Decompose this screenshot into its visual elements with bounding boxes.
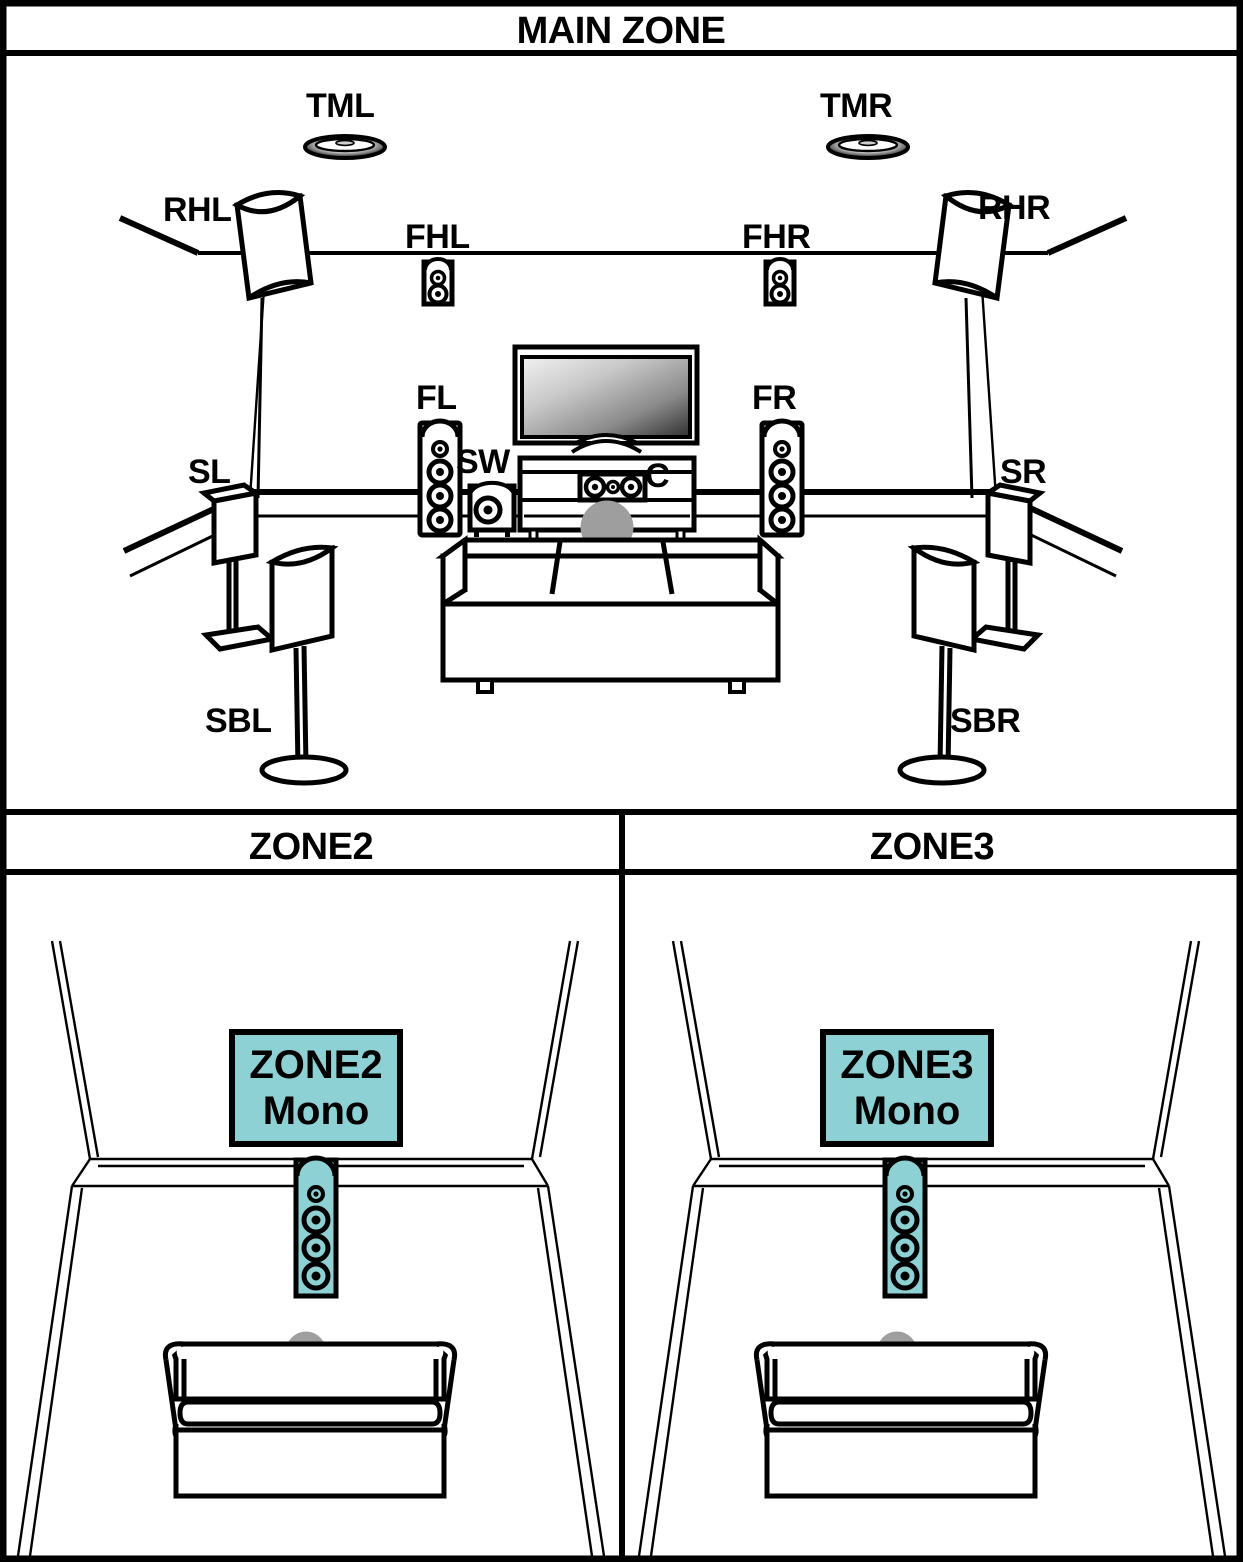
speaker-sl: SL (188, 453, 272, 649)
zone3-title: ZONE3 (870, 826, 994, 868)
speaker-label-sbr: SBR (950, 702, 1020, 740)
sofa (435, 534, 785, 694)
speaker-fr: FR (752, 379, 802, 535)
zone2-perspective-lines (16, 940, 606, 1557)
zone2-room: ZONE2 Mono (16, 940, 606, 1557)
zone3-room: ZONE3 Mono (637, 940, 1227, 1557)
zone3-mono-badge: ZONE3 Mono (820, 1029, 994, 1147)
main-zone-room: TML TMR RHL RHR FHL (118, 87, 1128, 783)
speaker-label-sl: SL (188, 453, 230, 491)
zone2-badge-line1: ZONE2 (249, 1043, 382, 1087)
speaker-sbl: SBL (205, 547, 346, 783)
speaker-label-fr: FR (752, 379, 796, 417)
tv-stand: C (517, 455, 697, 542)
zone3-speaker (885, 1158, 925, 1296)
zone3-bed (753, 1331, 1049, 1499)
speaker-sbr: SBR (900, 547, 1021, 783)
main-zone-title: MAIN ZONE (517, 10, 726, 52)
speaker-label-tmr: TMR (820, 87, 892, 125)
speaker-rhl: RHL (163, 190, 314, 499)
television (512, 344, 700, 454)
speaker-fhl: FHL (405, 218, 470, 304)
zone2-speaker (296, 1158, 336, 1296)
speaker-rhr: RHR (932, 189, 1051, 499)
speaker-c (577, 471, 648, 503)
speaker-label-rhl: RHL (163, 191, 231, 229)
zone2-badge-line2: Mono (263, 1089, 370, 1133)
zone2-title: ZONE2 (249, 826, 373, 868)
speaker-fhr: FHR (742, 218, 811, 304)
speaker-label-c: C (645, 457, 669, 495)
speaker-label-fhl: FHL (405, 218, 470, 256)
speaker-sr: SR (972, 453, 1047, 649)
main-zone-title-bar: MAIN ZONE (6, 10, 1237, 56)
speaker-label-sbl: SBL (205, 702, 272, 740)
speaker-label-fl: FL (416, 379, 457, 417)
speaker-sw: SW (456, 443, 517, 537)
zone2-bed (162, 1331, 458, 1499)
speaker-label-tml: TML (306, 87, 374, 125)
speaker-label-sw: SW (456, 443, 511, 481)
speaker-fl: FL (416, 379, 460, 535)
zone2-mono-badge: ZONE2 Mono (229, 1029, 403, 1147)
speaker-label-fhr: FHR (742, 218, 810, 256)
speaker-tmr: TMR (820, 87, 910, 160)
zone3-badge-line1: ZONE3 (840, 1043, 973, 1087)
speaker-tml: TML (303, 87, 387, 160)
zone3-badge-line2: Mono (854, 1089, 961, 1133)
speaker-label-rhr: RHR (978, 189, 1050, 227)
zone3-perspective-lines (637, 940, 1227, 1557)
speaker-label-sr: SR (1000, 453, 1046, 491)
